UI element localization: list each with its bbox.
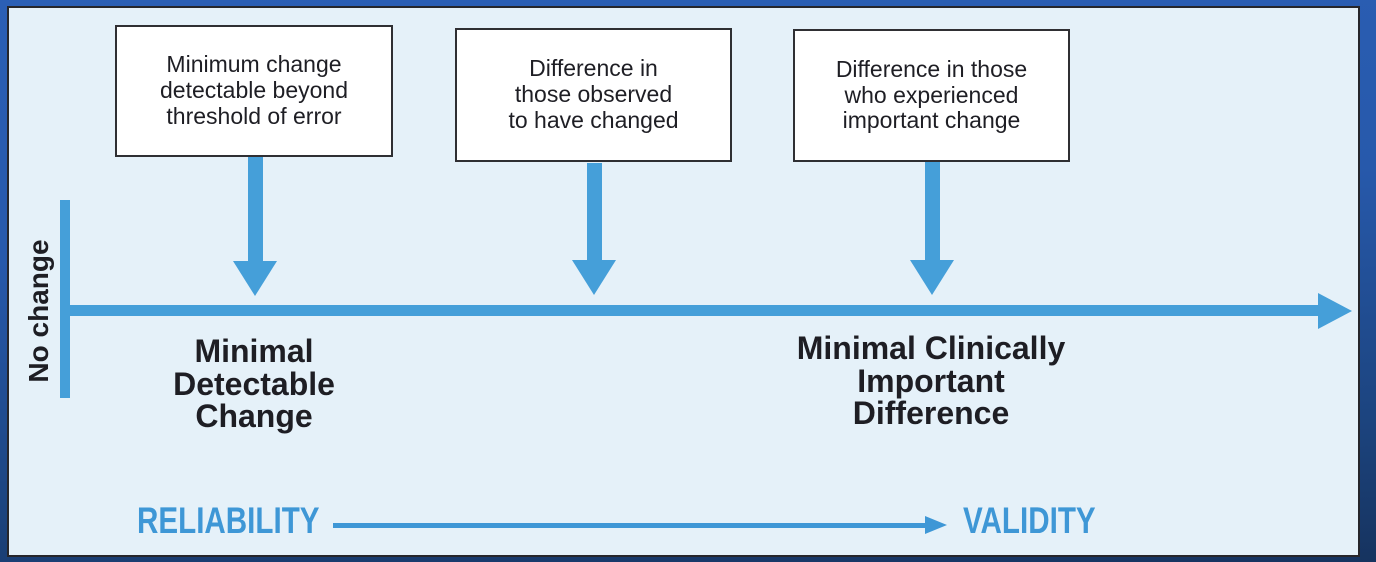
- down-arrow-shaft: [247, 157, 263, 261]
- spectrum-arrowhead-icon: [925, 516, 947, 534]
- spectrum-arrow-line: [333, 523, 927, 528]
- concept-box-important-change: Difference in those who experienced impo…: [793, 29, 1070, 162]
- reliability-label: RELIABILITY: [137, 500, 320, 541]
- down-arrow-shaft: [586, 163, 602, 260]
- down-arrow-shaft: [924, 162, 940, 260]
- change-axis-line: [60, 305, 1320, 316]
- concept-box-observed-change: Difference in those observed to have cha…: [455, 28, 732, 162]
- axis-arrowhead-icon: [1318, 293, 1352, 329]
- diagram-panel: Minimum change detectable beyond thresho…: [7, 6, 1360, 557]
- label-minimal-clinically-important-difference: Minimal Clinically Important Difference: [796, 330, 1066, 432]
- no-change-tick: [60, 200, 70, 398]
- label-minimal-detectable-change: Minimal Detectable Change: [173, 333, 335, 435]
- down-arrow-head: [910, 260, 954, 295]
- down-arrow-icon: [233, 157, 277, 296]
- down-arrow-head: [572, 260, 616, 295]
- down-arrow-icon: [572, 163, 616, 295]
- validity-label: VALIDITY: [963, 500, 1096, 541]
- concept-box-minimum-detectable: Minimum change detectable beyond thresho…: [115, 25, 393, 157]
- down-arrow-icon: [910, 162, 954, 295]
- down-arrow-head: [233, 261, 277, 296]
- no-change-label: No change: [23, 239, 54, 383]
